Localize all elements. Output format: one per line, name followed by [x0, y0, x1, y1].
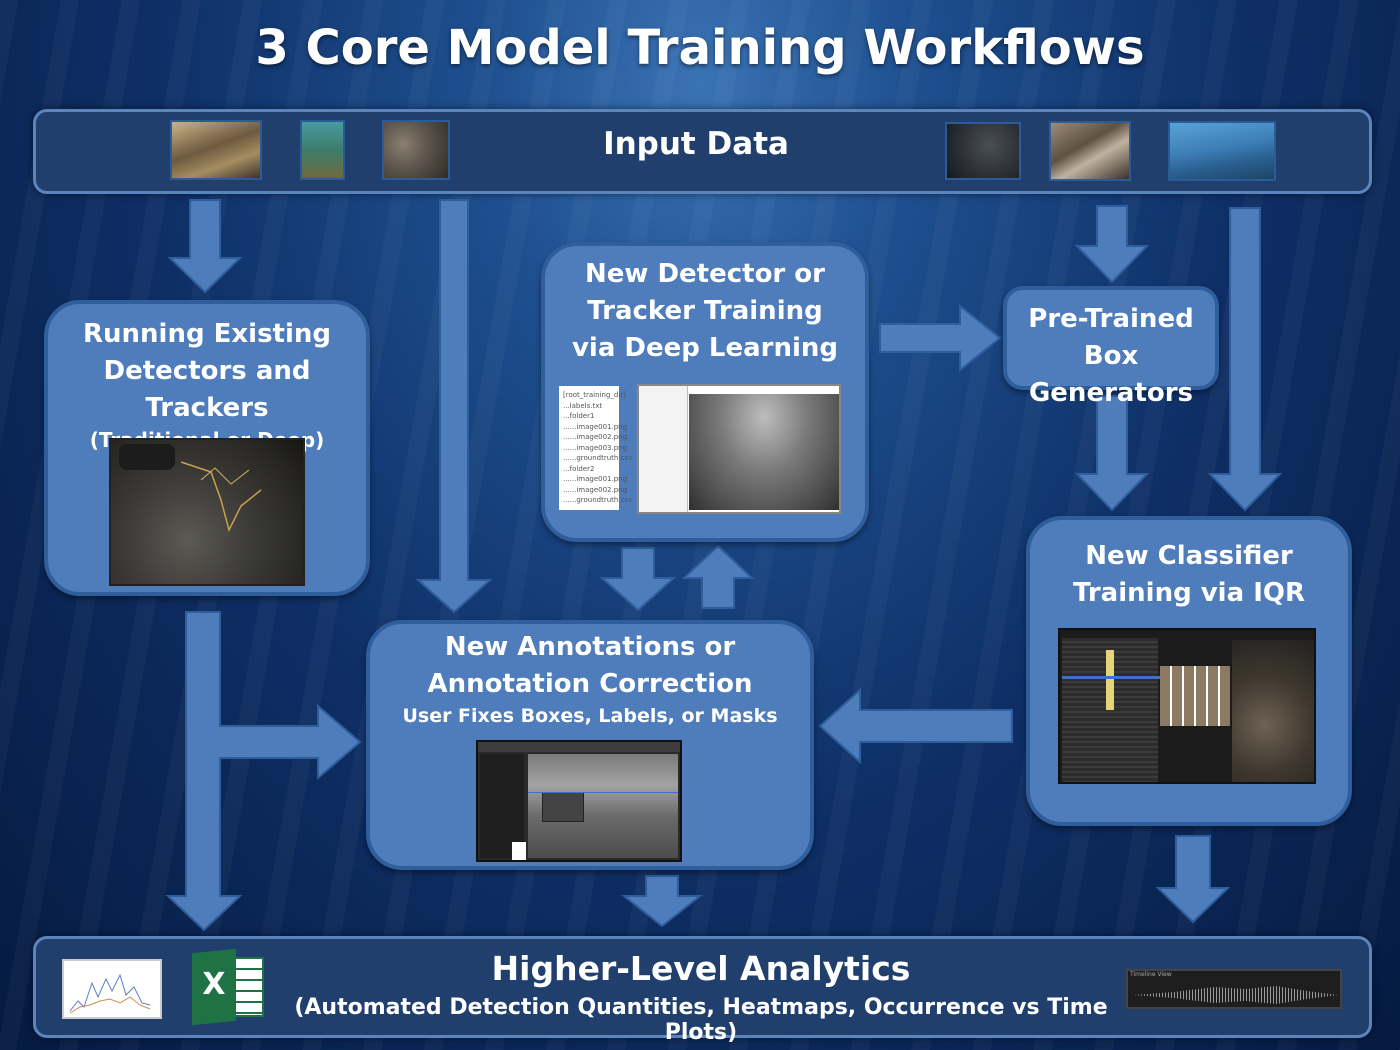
iqr-highlight-column — [1106, 650, 1114, 710]
input-data-label: Input Data — [603, 126, 789, 162]
input-data-bar: Input Data — [33, 109, 1372, 194]
timeline-view-thumbnail: Timeline View — [1126, 969, 1342, 1009]
file-tree-item: ......groundtruth.csv — [563, 454, 633, 462]
pretrained-line2: Generators — [1028, 378, 1194, 408]
file-tree-item: ......image002.png — [563, 433, 628, 441]
pretrained-line1: Pre-Trained Box — [1028, 304, 1194, 371]
analytics-chart-thumbnail — [62, 959, 162, 1019]
new-classifier-line1: New Classifier — [1085, 541, 1293, 571]
iqr-image-grid — [1160, 666, 1230, 726]
file-tree-item: ......image002.png — [563, 485, 628, 494]
arrow-input-to-classifier — [1207, 207, 1283, 512]
annotation-dialog — [542, 792, 584, 822]
annotation-tool-panel — [480, 754, 524, 858]
input-thumb-blue-reef — [1168, 121, 1276, 181]
input-thumb-seafloor — [382, 120, 450, 180]
tracker-screenshot — [109, 438, 305, 586]
file-tree-item: ......image003.png — [563, 443, 628, 452]
file-tree-item: ......groundtruth.csv — [563, 496, 633, 504]
mini-bar-chart — [69, 973, 151, 1014]
iqr-selection-row — [1062, 676, 1202, 679]
new-detector-line2: Tracker Training — [587, 296, 823, 326]
arrow-running-to-analytics-branch — [165, 611, 362, 932]
iqr-tool-screenshot — [1058, 628, 1316, 784]
file-tree-item: ......image001.png — [563, 422, 628, 431]
annotation-white-patch — [512, 842, 526, 860]
new-annotations-box: New Annotations or Annotation Correction… — [366, 620, 814, 870]
page-title: 3 Core Model Training Workflows — [255, 20, 1145, 76]
arrow-input-to-pretrained — [1074, 205, 1150, 284]
annotation-tool-view — [528, 754, 678, 858]
file-tree-item: ...labels.txt — [563, 401, 603, 410]
input-thumb-dark-water — [945, 122, 1021, 180]
file-tree-item: [root_training_dir] — [563, 391, 626, 399]
analytics-bar: X Higher-Level Analytics (Automated Dete… — [33, 936, 1372, 1045]
input-thumb-fish-school — [170, 120, 262, 180]
arrow-input-to-annotations — [415, 199, 493, 614]
annotation-tool-screenshot — [476, 740, 682, 862]
running-existing-line2: Detectors and Trackers — [103, 356, 311, 423]
running-existing-line1: Running Existing — [82, 319, 331, 349]
new-detector-line1: New Detector or — [584, 259, 825, 289]
analytics-title: Higher-Level Analytics — [491, 949, 911, 988]
iqr-preview — [1232, 640, 1314, 782]
arrow-annotations-to-analytics — [621, 875, 703, 928]
training-app-sidebar — [639, 386, 688, 512]
arrow-classifier-to-annotations — [818, 687, 1013, 765]
file-tree-item: ...folder2 — [563, 464, 595, 473]
new-annotations-sub: User Fixes Boxes, Labels, or Masks — [402, 705, 778, 727]
arrow-detector-to-pretrained — [879, 303, 1002, 373]
annotation-tool-menubar — [478, 742, 680, 752]
timeline-waveform — [1132, 986, 1338, 1004]
new-detector-box: New Detector or Tracker Training via Dee… — [541, 242, 869, 542]
new-annotations-line2: Annotation Correction — [427, 669, 753, 699]
timeline-view-label: Timeline View — [1130, 971, 1172, 978]
input-thumb-reef-diver — [300, 120, 345, 180]
arrow-classifier-to-analytics — [1155, 835, 1231, 924]
training-app-screenshot — [637, 384, 841, 514]
arrow-pretrained-to-classifier — [1074, 395, 1150, 512]
analytics-subtitle: (Automated Detection Quantities, Heatmap… — [294, 995, 1108, 1045]
new-classifier-box: New Classifier Training via IQR — [1026, 516, 1352, 826]
running-existing-box: Running Existing Detectors and Trackers … — [44, 300, 370, 596]
training-app-view — [689, 394, 839, 510]
arrow-input-to-running — [167, 199, 243, 294]
file-tree-item: ......image001.png — [563, 475, 628, 483]
new-detector-line3: via Deep Learning — [571, 333, 839, 363]
track-lines — [119, 444, 262, 533]
file-tree-item: ...folder1 — [563, 412, 595, 420]
annotation-box-line — [528, 792, 678, 793]
arrow-annotations-to-detector — [681, 544, 755, 609]
new-annotations-line1: New Annotations or — [444, 632, 736, 662]
pretrained-box: Pre-Trained Box Generators — [1003, 286, 1219, 408]
input-thumb-coral — [1049, 121, 1131, 181]
excel-icon: X — [192, 948, 268, 1026]
new-classifier-line2: Training via IQR — [1072, 578, 1305, 608]
excel-icon-letter: X — [202, 967, 226, 1002]
arrow-detector-to-annotations — [599, 547, 677, 612]
training-file-tree: [root_training_dir] ...labels.txt ...fol… — [559, 386, 633, 510]
